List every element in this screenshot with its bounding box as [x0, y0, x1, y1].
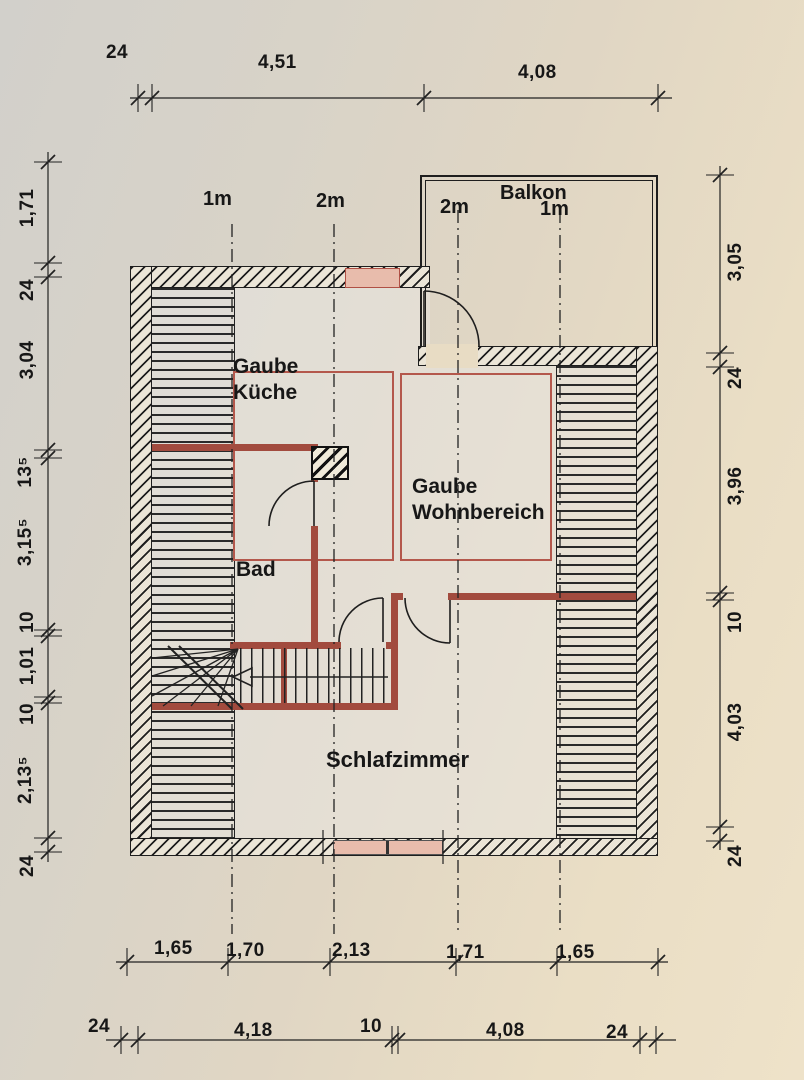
window-top: [345, 268, 400, 288]
dormer-outline-wohnbereich: [400, 373, 552, 561]
dim-left-2135: 2,13⁵: [15, 756, 36, 804]
height-marker-1m-balkon: 1m: [540, 198, 569, 220]
wall-bad-east-lower: [311, 526, 318, 649]
height-marker-2m-balkon: 2m: [440, 196, 469, 218]
dim-left-171: 1,71: [17, 188, 38, 228]
room-label-gaube-wohnbereich: Gaube Wohnbereich: [412, 475, 545, 525]
dim-left-3155: 3,15⁵: [15, 518, 36, 566]
dimension-lines: [47, 97, 721, 1041]
chimney-block: [311, 446, 349, 480]
dim-bov-10: 10: [360, 1016, 382, 1037]
dimension-ticks: [34, 84, 734, 1054]
stair-winders: [151, 645, 244, 710]
height-marker-2m-left: 2m: [316, 190, 345, 212]
door-arc-hall-right: [404, 597, 451, 644]
wall-schlafzimmer-north-left: [391, 593, 403, 600]
window-mullion: [386, 841, 389, 854]
stair-direction-arrow: [231, 666, 388, 688]
dim-top-24: 24: [106, 42, 128, 63]
dim-bov-24a: 24: [88, 1016, 110, 1037]
dim-right-403: 4,03: [725, 702, 746, 742]
dim-left-10b: 10: [17, 703, 38, 725]
dim-left-24a: 24: [17, 279, 38, 301]
dim-bseg-171: 1,71: [446, 942, 485, 963]
room-label-gaube-kueche: Gaube Küche: [233, 355, 299, 405]
door-arcs: [268, 290, 480, 644]
dim-right-305: 3,05: [725, 242, 746, 282]
dim-left-101: 1,01: [17, 646, 38, 686]
outer-wall-right: [636, 346, 658, 856]
roof-slope-band-right: [556, 366, 636, 838]
dim-bov-418: 4,18: [234, 1020, 273, 1041]
room-label-schlafzimmer: Schlafzimmer: [326, 747, 470, 772]
dim-left-24b: 24: [17, 855, 38, 877]
dim-bseg-165a: 1,65: [154, 938, 193, 959]
door-arc-hall-left: [338, 597, 384, 643]
dim-bseg-165b: 1,65: [556, 942, 595, 963]
balcony-door-opening: [426, 344, 478, 368]
wall-stair-east: [391, 597, 398, 710]
dim-top-451: 4,51: [258, 52, 297, 73]
dim-left-304: 3,04: [17, 340, 38, 380]
outer-wall-top-right-section: [418, 346, 658, 366]
reference-ticks: [322, 830, 444, 864]
height-marker-1m-left: 1m: [203, 188, 232, 210]
room-label-balkon: Balkon: [500, 182, 567, 204]
dim-bseg-213: 2,13: [332, 940, 371, 961]
outer-wall-left: [130, 266, 152, 856]
dim-left-135: 13⁵: [15, 456, 36, 488]
wall-stair-north-left: [230, 642, 341, 649]
dim-right-396: 3,96: [725, 466, 746, 506]
door-arc-bad: [268, 480, 315, 527]
dim-top-408: 4,08: [518, 62, 557, 83]
dim-right-24a: 24: [725, 367, 746, 389]
dim-left-10a: 10: [17, 611, 38, 633]
room-label-bad: Bad: [236, 558, 276, 581]
stair-treads: [240, 648, 392, 703]
dim-bov-408: 4,08: [486, 1020, 525, 1041]
wall-bad-north: [150, 444, 318, 451]
dim-bov-24b: 24: [606, 1022, 628, 1043]
door-arc-balcony: [423, 290, 480, 347]
wall-schlafzimmer-north-right: [448, 593, 640, 600]
dim-right-10: 10: [725, 611, 746, 633]
dim-bseg-170: 1,70: [226, 940, 265, 961]
roof-slope-band-left: [152, 288, 235, 838]
height-line-group: [231, 210, 561, 934]
dim-right-24b: 24: [725, 845, 746, 867]
wall-stair-south: [145, 703, 398, 710]
